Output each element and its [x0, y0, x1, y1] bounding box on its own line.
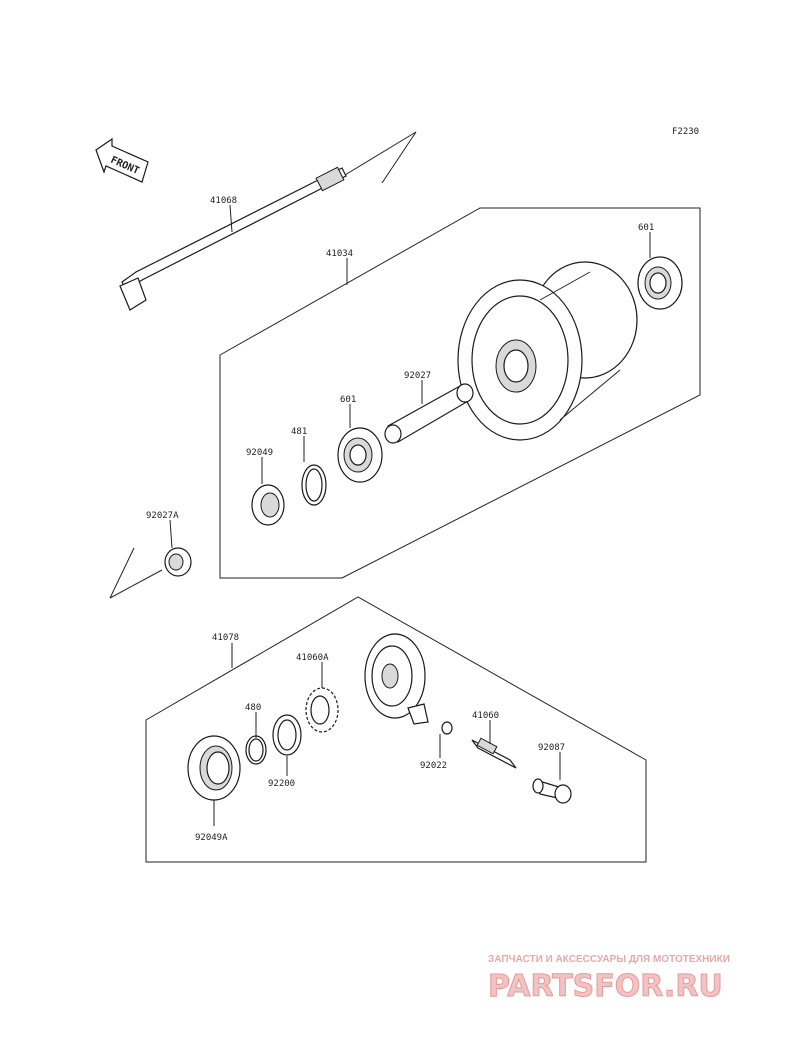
- callout-92049[interactable]: 92049: [246, 448, 273, 458]
- callout-41068[interactable]: 41068: [210, 196, 237, 206]
- callout-41034[interactable]: 41034: [326, 249, 353, 259]
- gear-housing-part[interactable]: [364, 633, 429, 725]
- axle-part[interactable]: [119, 131, 417, 311]
- callout-481[interactable]: 481: [291, 427, 307, 437]
- callout-41060[interactable]: 41060: [472, 711, 499, 721]
- callout-41078[interactable]: 41078: [212, 633, 239, 643]
- pinion-part[interactable]: [471, 737, 517, 769]
- circlip-481-part[interactable]: [301, 464, 327, 506]
- bearing-right-part[interactable]: [637, 256, 683, 310]
- collar-part[interactable]: [109, 547, 192, 599]
- callout-92027[interactable]: 92027: [404, 371, 431, 381]
- callout-92200[interactable]: 92200: [268, 779, 295, 789]
- oil-seal-large-part[interactable]: [187, 735, 241, 801]
- bushing-part[interactable]: [532, 778, 572, 804]
- callout-41060A[interactable]: 41060A: [296, 653, 329, 663]
- gear-housing-frame: [145, 596, 647, 863]
- callout-92049A[interactable]: 92049A: [195, 833, 228, 843]
- callout-92022[interactable]: 92022: [420, 761, 447, 771]
- callout-601-right[interactable]: 601: [638, 223, 654, 233]
- callout-480[interactable]: 480: [245, 703, 261, 713]
- spacer-tube-part[interactable]: [384, 383, 474, 444]
- circlip-480-part[interactable]: [245, 735, 267, 765]
- callout-601-left[interactable]: 601: [340, 395, 356, 405]
- leader-41068: [229, 204, 233, 233]
- callout-92027A[interactable]: 92027A: [146, 511, 179, 521]
- drive-gear-part[interactable]: [305, 687, 339, 733]
- callout-92087[interactable]: 92087: [538, 743, 565, 753]
- front-arrow-icon: FRONT: [95, 137, 149, 183]
- bearing-left-part[interactable]: [337, 427, 383, 483]
- figure-code: F2230: [672, 127, 699, 137]
- hub-assembly-frame: [219, 207, 701, 579]
- wheel-hub-part[interactable]: [457, 261, 638, 441]
- watermark-tagline: ЗАПЧАСТИ И АКСЕССУАРЫ ДЛЯ МОТОТЕХНИКИ: [488, 954, 730, 965]
- watermark-logo: PARTSFOR.RU: [488, 969, 723, 1004]
- washer-part[interactable]: [272, 714, 302, 756]
- washer-small-part[interactable]: [441, 721, 453, 735]
- leader-92027A: [169, 519, 173, 549]
- oil-seal-part[interactable]: [251, 484, 285, 526]
